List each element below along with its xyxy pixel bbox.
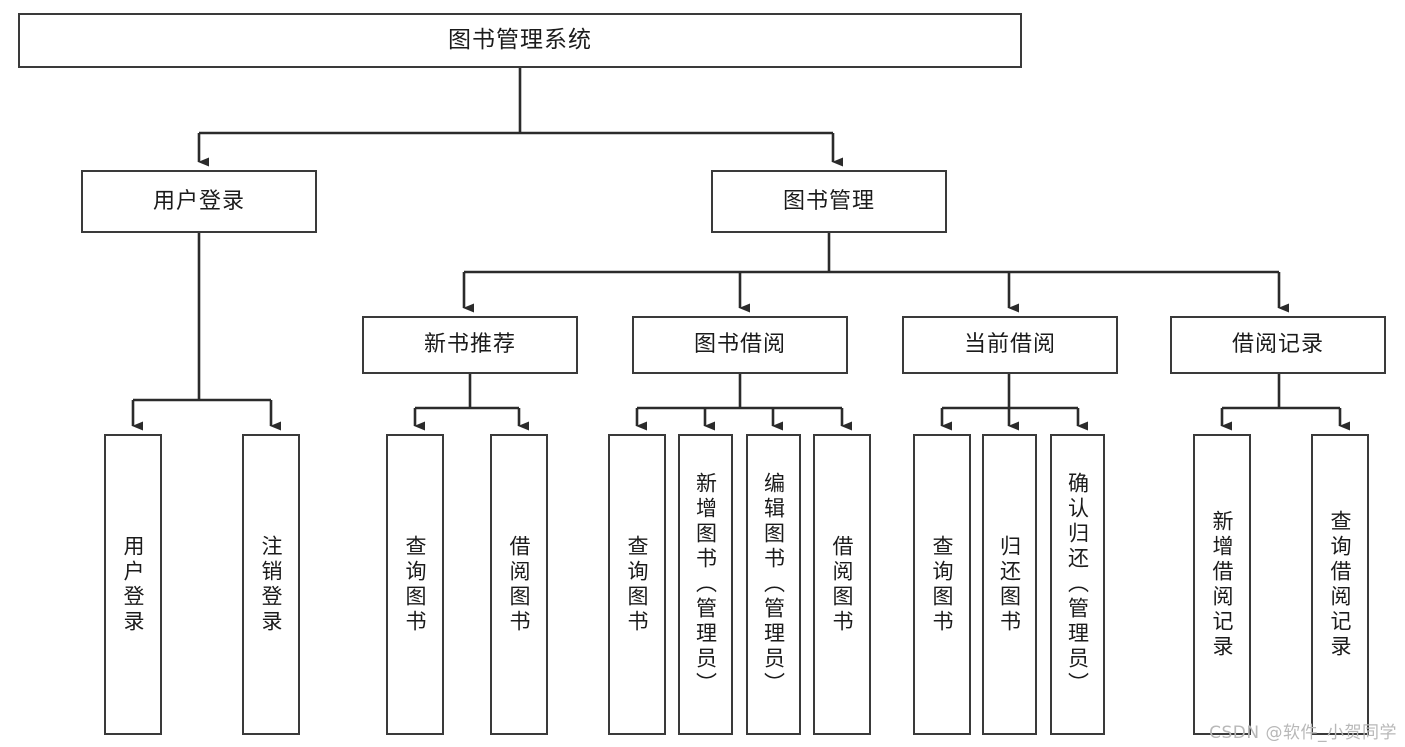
node-book-borrow[interactable]: 图书借阅 <box>632 316 848 374</box>
node-label: 借阅图书 <box>830 534 855 635</box>
leaf-add-book[interactable]: 新增图书（管理员） <box>678 434 733 735</box>
node-current-borrow[interactable]: 当前借阅 <box>902 316 1118 374</box>
node-label: 注销登录 <box>259 534 284 635</box>
leaf-edit-book[interactable]: 编辑图书（管理员） <box>746 434 801 735</box>
node-label: 查询借阅记录 <box>1328 509 1353 660</box>
node-label: 借阅图书 <box>507 534 532 635</box>
node-label: 查询图书 <box>625 534 650 635</box>
leaf-query-book-borrow[interactable]: 查询图书 <box>608 434 666 735</box>
leaf-query-book-recommend[interactable]: 查询图书 <box>386 434 444 735</box>
node-label: 借阅记录 <box>1231 332 1324 358</box>
leaf-user-login[interactable]: 用户登录 <box>104 434 162 735</box>
node-label: 编辑图书（管理员） <box>761 472 786 697</box>
node-root-system[interactable]: 图书管理系统 <box>18 13 1022 68</box>
node-label: 图书管理 <box>782 188 875 214</box>
leaf-borrow-book[interactable]: 借阅图书 <box>813 434 871 735</box>
leaf-return-book[interactable]: 归还图书 <box>982 434 1037 735</box>
node-label: 查询图书 <box>930 534 955 635</box>
node-label: 新书推荐 <box>423 332 516 358</box>
node-label: 新增图书（管理员） <box>693 472 718 697</box>
node-new-book-recommend[interactable]: 新书推荐 <box>362 316 578 374</box>
leaf-add-borrow-record[interactable]: 新增借阅记录 <box>1193 434 1251 735</box>
node-book-manage[interactable]: 图书管理 <box>711 170 947 233</box>
node-borrow-record[interactable]: 借阅记录 <box>1170 316 1386 374</box>
node-label: 用户登录 <box>152 188 245 214</box>
leaf-borrow-book-recommend[interactable]: 借阅图书 <box>490 434 548 735</box>
node-label: 图书借阅 <box>693 332 786 358</box>
leaf-confirm-return[interactable]: 确认归还（管理员） <box>1050 434 1105 735</box>
node-label: 当前借阅 <box>963 332 1056 358</box>
node-label: 确认归还（管理员） <box>1065 472 1090 697</box>
node-label: 查询图书 <box>403 534 428 635</box>
node-label: 用户登录 <box>121 534 146 635</box>
node-label: 归还图书 <box>997 534 1022 635</box>
leaf-query-book-current[interactable]: 查询图书 <box>913 434 971 735</box>
leaf-user-logout[interactable]: 注销登录 <box>242 434 300 735</box>
csdn-watermark: CSDN @软件_小贺同学 <box>1209 723 1397 743</box>
node-label: 新增借阅记录 <box>1210 509 1235 660</box>
leaf-query-borrow-record[interactable]: 查询借阅记录 <box>1311 434 1369 735</box>
node-label: 图书管理系统 <box>448 26 592 53</box>
node-user-login[interactable]: 用户登录 <box>81 170 317 233</box>
